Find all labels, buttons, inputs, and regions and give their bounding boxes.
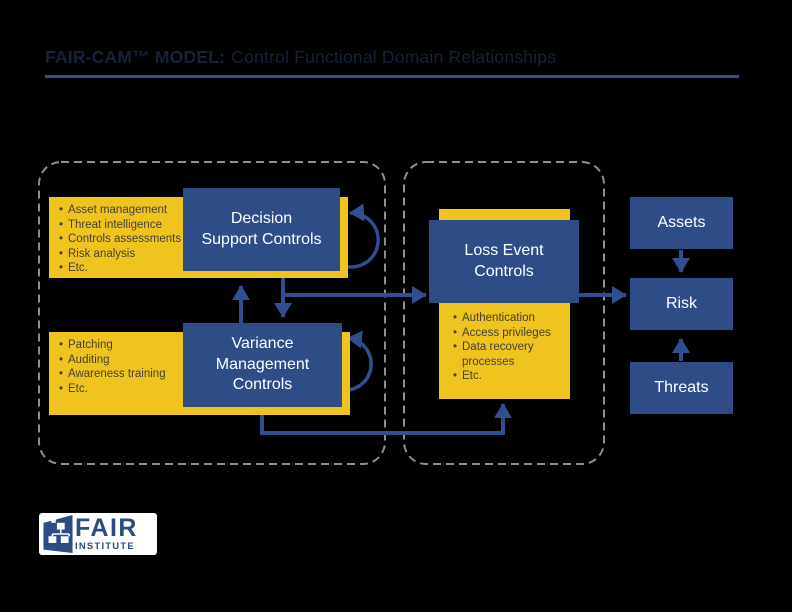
decision-support-controls-label: Decision Support Controls [201, 209, 322, 248]
list-item: Auditing [57, 353, 346, 368]
variance-examples-list: Patching Auditing Awareness training Etc… [57, 338, 346, 396]
list-item: Asset management [57, 203, 344, 218]
variance-self-loop-arrow [341, 330, 373, 392]
title-underline [45, 75, 739, 78]
logo-text: FAIR INSTITUTE [75, 516, 138, 552]
decision-support-controls-box: Decision Support Controls [183, 188, 340, 271]
list-item: Controls assessments [57, 232, 344, 247]
variance-management-controls-label: Variance Management Controls [215, 334, 310, 394]
risk-box: Risk [630, 278, 733, 330]
arrow-variance-to-loss-event [260, 403, 512, 435]
decision-examples-list: Asset management Threat intelligence Con… [57, 203, 344, 276]
list-item: Access privileges [451, 326, 566, 341]
fair-flag-icon [43, 515, 73, 553]
logo-fair-wordmark: FAIR [75, 514, 138, 543]
decision-self-loop-arrow [343, 203, 380, 269]
fair-institute-logo: FAIR INSTITUTE [39, 513, 157, 555]
loss-event-examples-list: Authentication Access privileges Data re… [451, 311, 566, 384]
list-item: Risk analysis [57, 247, 344, 262]
title-brand: FAIR-CAM™ MODEL: [45, 47, 226, 67]
list-item: Data recovery processes [451, 340, 566, 369]
list-item: Patching [57, 338, 346, 353]
decision-variance-domain-outline [38, 161, 386, 465]
loss-event-controls-box: Loss Event Controls [429, 220, 579, 303]
risk-label: Risk [665, 294, 698, 312]
threats-label: Threats [654, 378, 709, 396]
title-subtitle: Control Functional Domain Relationships [231, 47, 557, 67]
logo-institute-wordmark: INSTITUTE [75, 541, 135, 553]
variance-management-controls-box: Variance Management Controls [183, 323, 342, 407]
list-item: Authentication [451, 311, 566, 326]
list-item: Etc. [57, 382, 346, 397]
list-item: Etc. [451, 369, 566, 384]
list-item: Awareness training [57, 367, 346, 382]
assets-box: Assets [630, 197, 733, 249]
assets-label: Assets [657, 213, 706, 231]
list-item: Etc. [57, 261, 344, 276]
loss-event-controls-label: Loss Event Controls [464, 241, 544, 280]
loss-event-domain-outline [403, 161, 605, 465]
page-title: FAIR-CAM™ MODEL:Control Functional Domai… [45, 47, 556, 68]
list-item: Threat intelligence [57, 218, 344, 233]
threats-box: Threats [630, 362, 733, 414]
